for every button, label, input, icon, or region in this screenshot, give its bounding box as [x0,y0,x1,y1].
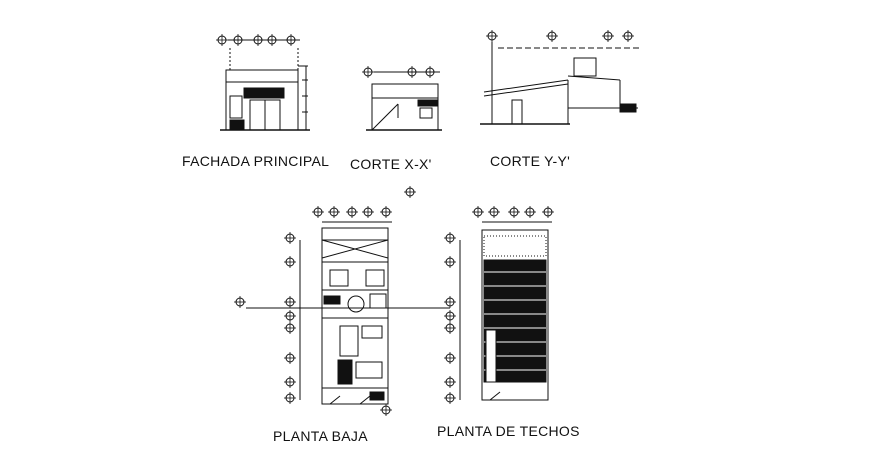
planta-baja-label: PLANTA BAJA [273,428,368,444]
planta-techos-label: PLANTA DE TECHOS [437,423,580,439]
fachada-principal-label: FACHADA PRINCIPAL [182,153,330,169]
planta-baja-drawing [233,185,450,417]
fachada-principal-drawing [215,33,310,131]
planta-techos-drawing [443,205,555,405]
corte-x-label: CORTE X-X' [350,156,432,172]
corte-y-drawing [480,29,640,125]
corte-y-label: CORTE Y-Y' [490,153,571,169]
corte-x-drawing [361,65,442,131]
